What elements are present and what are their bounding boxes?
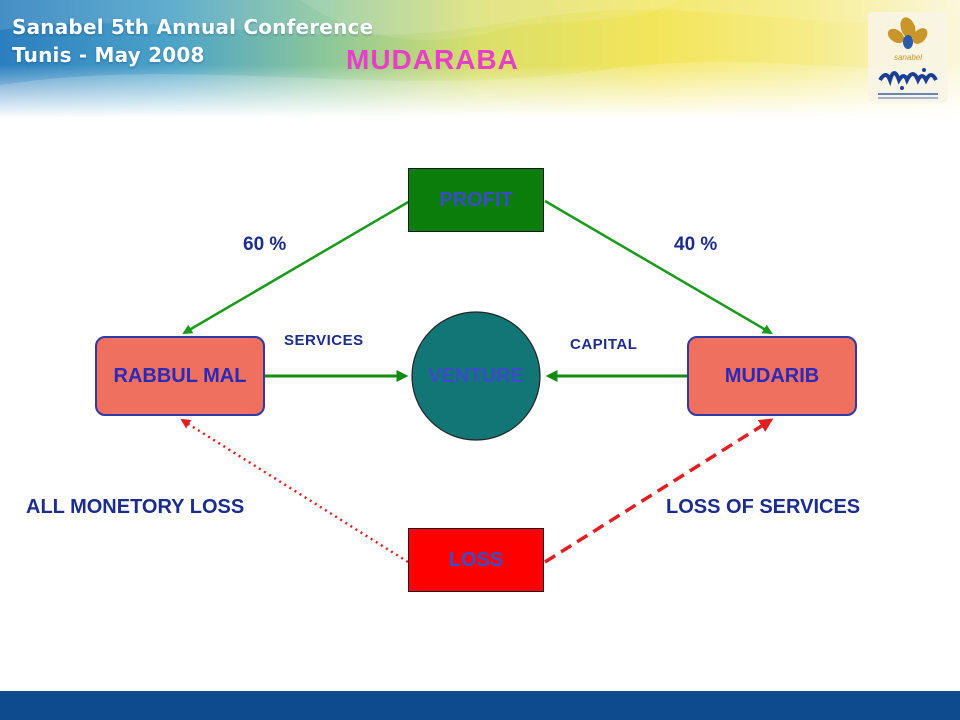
profit-to-mudarib-arrow — [544, 199, 773, 335]
loss-to-rabbul-mal-arrow — [180, 418, 409, 564]
venture-node-label: VENTURE — [428, 364, 524, 387]
mudarib-node: MUDARIB — [687, 336, 857, 416]
footer-bar — [0, 691, 960, 720]
slide-title: MUDARABA — [346, 44, 519, 75]
venture-circle — [411, 311, 541, 441]
capital-label: CAPITAL — [570, 336, 638, 353]
rabbul-mal-profit-share: 60 % — [243, 234, 287, 255]
logo-latin-text: sanabel — [894, 53, 922, 62]
mudarib-profit-share: 40 % — [674, 234, 718, 255]
conference-name: Sanabel 5th Annual Conference — [12, 15, 374, 39]
profit-to-rabbul-mal-arrow — [182, 199, 411, 335]
loss-to-mudarib-arrow — [544, 418, 774, 564]
mudarib-loss-label: LOSS OF SERVICES — [666, 496, 861, 518]
sanabel-logo-icon: sanabel — [868, 12, 948, 102]
conference-banner — [0, 0, 960, 118]
profit-node: PROFIT — [408, 168, 544, 232]
rabbul-mal-loss-label: ALL MONETORY LOSS — [26, 496, 245, 518]
services-label: SERVICES — [284, 332, 364, 349]
rabbul-mal-node: RABBUL MAL — [95, 336, 265, 416]
conference-date-location: Tunis - May 2008 — [12, 43, 205, 67]
loss-node: LOSS — [408, 528, 544, 592]
